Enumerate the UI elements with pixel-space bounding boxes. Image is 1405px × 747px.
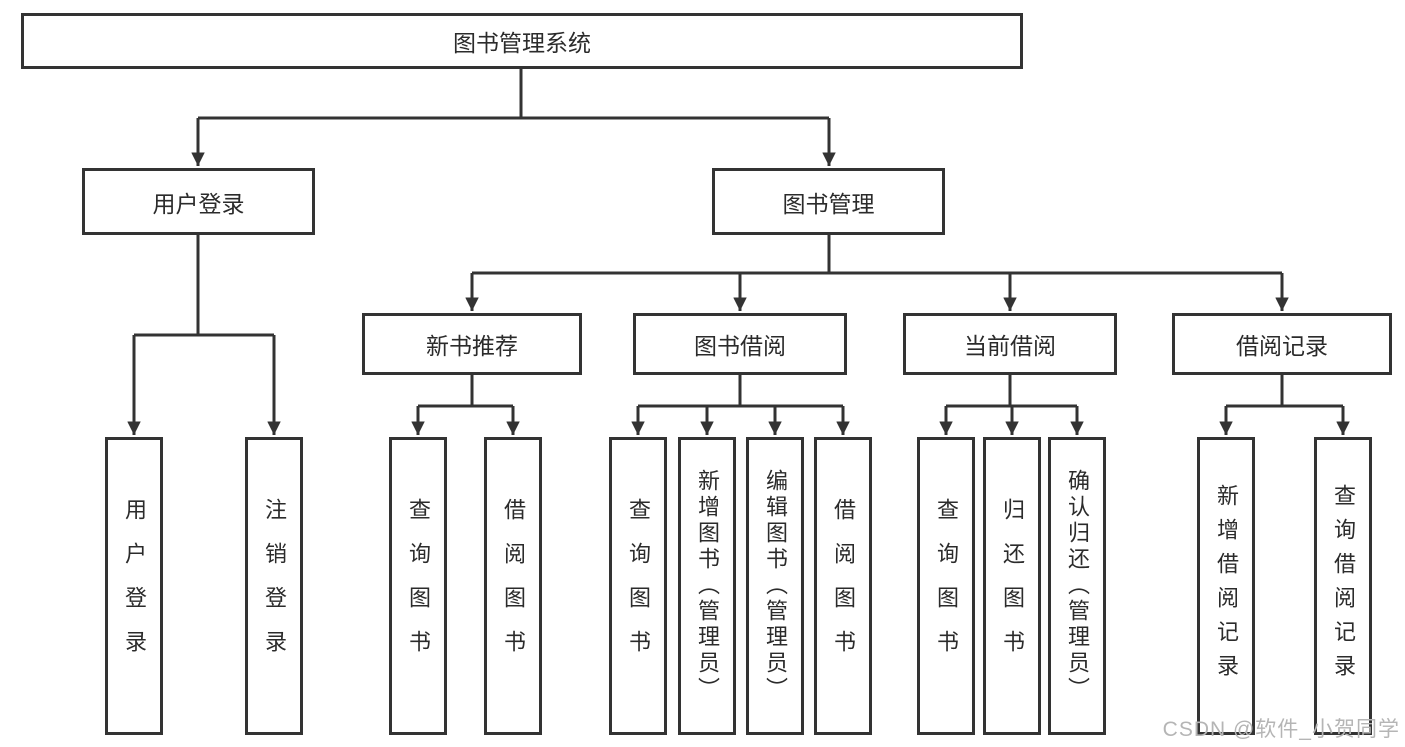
node-book-borrow-label: 图书借阅 bbox=[694, 333, 786, 359]
leaf-newbook-query-label: 查询图书 bbox=[406, 498, 431, 674]
node-current-borrow: 当前借阅 bbox=[903, 313, 1117, 375]
leaf-newbook-borrow: 借阅图书 bbox=[484, 437, 542, 735]
node-book-management-label: 图书管理 bbox=[782, 190, 875, 217]
node-borrow-record: 借阅记录 bbox=[1172, 313, 1392, 375]
leaf-borrow-query-book: 查询图书 bbox=[609, 437, 667, 735]
leaf-add-borrow-record-label: 新增借阅记录 bbox=[1214, 484, 1239, 688]
node-root-label: 图书管理系统 bbox=[453, 30, 591, 56]
leaf-borrow-query-book-label: 查询图书 bbox=[626, 498, 651, 674]
leaf-add-book-admin-label: 新增图书（管理员） bbox=[695, 469, 720, 703]
leaf-newbook-borrow-label: 借阅图书 bbox=[501, 498, 526, 674]
leaf-user-login: 用户登录 bbox=[105, 437, 163, 735]
node-new-book-recommend: 新书推荐 bbox=[362, 313, 582, 375]
leaf-logout-label: 注销登录 bbox=[262, 498, 287, 674]
node-book-borrow: 图书借阅 bbox=[633, 313, 847, 375]
leaf-return-book: 归还图书 bbox=[983, 437, 1041, 735]
leaf-logout: 注销登录 bbox=[245, 437, 303, 735]
node-borrow-record-label: 借阅记录 bbox=[1236, 333, 1328, 359]
leaf-query-borrow-record: 查询借阅记录 bbox=[1314, 437, 1372, 735]
leaf-edit-book-admin: 编辑图书（管理员） bbox=[746, 437, 804, 735]
node-new-book-recommend-label: 新书推荐 bbox=[426, 333, 518, 359]
leaf-borrow-book: 借阅图书 bbox=[814, 437, 872, 735]
leaf-return-book-label: 归还图书 bbox=[1000, 498, 1025, 674]
leaf-confirm-return-admin-label: 确认归还（管理员） bbox=[1065, 469, 1090, 703]
node-book-management: 图书管理 bbox=[712, 168, 945, 235]
leaf-current-query-book-label: 查询图书 bbox=[934, 498, 959, 674]
leaf-edit-book-admin-label: 编辑图书（管理员） bbox=[763, 469, 788, 703]
node-user-login-label: 用户登录 bbox=[152, 190, 245, 217]
leaf-user-login-label: 用户登录 bbox=[122, 498, 147, 674]
leaf-current-query-book: 查询图书 bbox=[917, 437, 975, 735]
csdn-watermark: CSDN @软件_小贺同学 bbox=[1162, 718, 1400, 741]
leaf-confirm-return-admin: 确认归还（管理员） bbox=[1048, 437, 1106, 735]
leaf-add-book-admin: 新增图书（管理员） bbox=[678, 437, 736, 735]
leaf-add-borrow-record: 新增借阅记录 bbox=[1197, 437, 1255, 735]
leaf-newbook-query: 查询图书 bbox=[389, 437, 447, 735]
leaf-borrow-book-label: 借阅图书 bbox=[831, 498, 856, 674]
node-current-borrow-label: 当前借阅 bbox=[964, 333, 1056, 359]
node-user-login: 用户登录 bbox=[82, 168, 315, 235]
leaf-query-borrow-record-label: 查询借阅记录 bbox=[1331, 484, 1356, 688]
node-root: 图书管理系统 bbox=[21, 13, 1023, 69]
